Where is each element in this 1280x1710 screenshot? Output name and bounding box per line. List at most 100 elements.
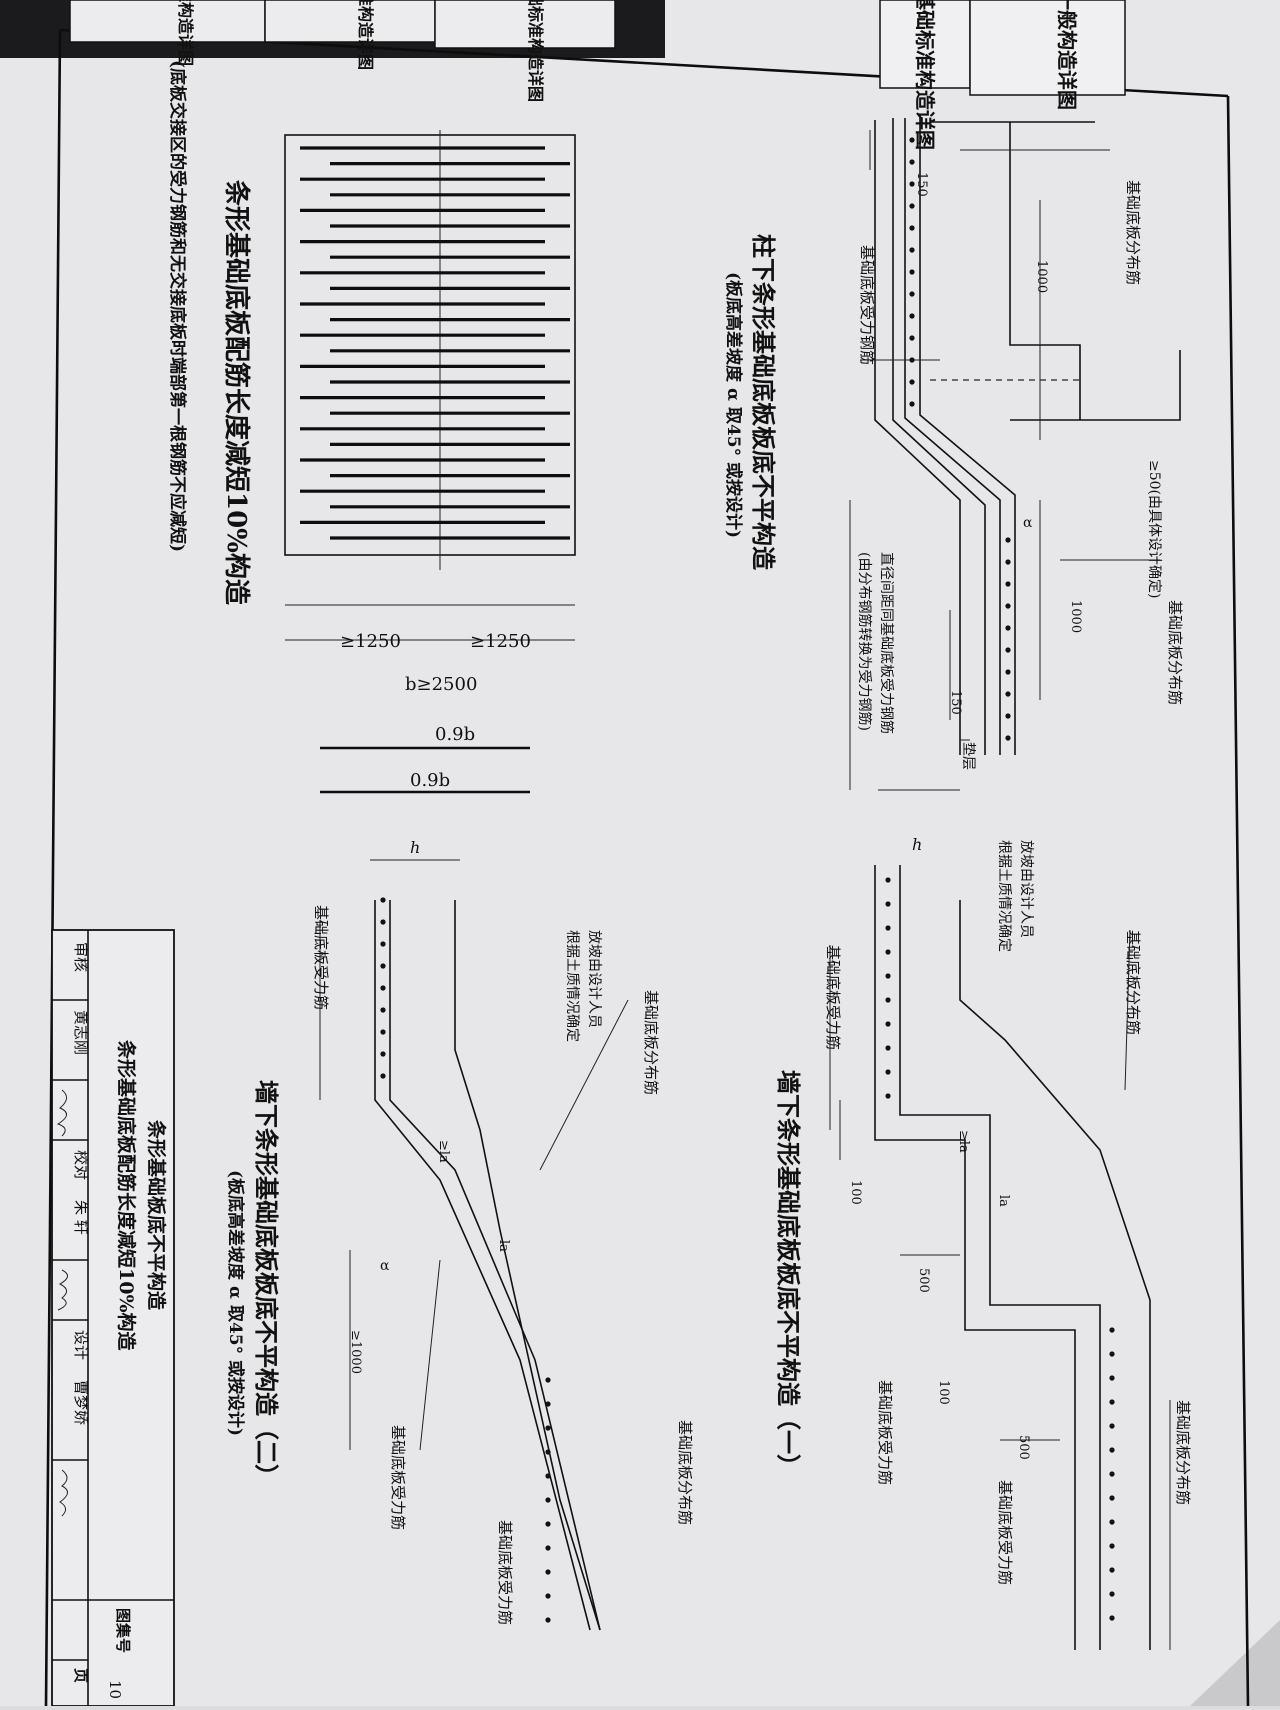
w1-slope-top bbox=[959, 900, 1151, 1650]
w2-figure-subtitle: (板底高差坡度 α 取45° 或按设计) bbox=[225, 1170, 246, 1436]
header-tabs bbox=[69, 0, 1126, 96]
w2-la: la bbox=[496, 1240, 511, 1252]
rebar-dot bbox=[885, 973, 891, 979]
rebar-dot bbox=[380, 919, 386, 925]
w2-h: h bbox=[410, 838, 420, 857]
rebar-dot bbox=[1005, 713, 1011, 719]
rebar-dot bbox=[909, 269, 915, 275]
rebar-dot bbox=[909, 357, 915, 363]
reduce-title: 条形基础底板配筋长度减短10%构造 bbox=[221, 180, 252, 605]
rebar-dot bbox=[1109, 1543, 1115, 1549]
rebar-dot bbox=[909, 313, 915, 319]
w1-ge-la: ≥la bbox=[956, 1130, 971, 1153]
col-step bbox=[1010, 350, 1181, 421]
rebar-dot bbox=[885, 1021, 891, 1027]
rebar-dot bbox=[885, 901, 891, 907]
w2-bar-outer bbox=[389, 900, 601, 1631]
w1-dist-bar-b: 基础底板分布筋 bbox=[1174, 1400, 1192, 1505]
rebar-dot bbox=[885, 925, 891, 931]
rebar-dot bbox=[1005, 669, 1011, 675]
reduce-subtitle: (底板交接区的受力钢筋和无交接底板时端部第一根钢筋不应减短) bbox=[167, 60, 188, 552]
rebar-dot bbox=[885, 1045, 891, 1051]
w1-bottom-outline bbox=[874, 865, 1076, 1650]
reduce-outline bbox=[284, 134, 576, 556]
w2-main-bar-c: 基础底板受力筋 bbox=[496, 1520, 514, 1625]
tab-std-2[interactable]: 标准构造详图 bbox=[176, 0, 195, 66]
w1-d100a: 100 bbox=[848, 1180, 863, 1205]
tab-std-1[interactable]: 标准构造详图 bbox=[356, 0, 375, 70]
rebar-dot bbox=[380, 1073, 386, 1079]
rebar-dot bbox=[909, 203, 915, 209]
rebar-dot bbox=[909, 137, 915, 143]
w1-main-bar-c: 基础底板受力筋 bbox=[996, 1480, 1014, 1585]
rebar-dot bbox=[1005, 735, 1011, 741]
tab-independent[interactable]: 独立基础标准构造详图 bbox=[913, 0, 937, 150]
col-dim-150b: 150 bbox=[948, 690, 963, 715]
tab-box-5 bbox=[969, 0, 1126, 96]
w1-d500b: 500 bbox=[1016, 1435, 1031, 1460]
tb-line1: 条形基础板底不平构造 bbox=[145, 1120, 168, 1311]
tb-page-label: 页 bbox=[72, 1668, 90, 1683]
signature-check bbox=[57, 1269, 68, 1311]
rebar-dot bbox=[1109, 1351, 1115, 1357]
col-bar-outer bbox=[892, 118, 986, 755]
w2-main-bar-b: 基础底板受力筋 bbox=[389, 1425, 407, 1530]
tab-box-3 bbox=[434, 0, 616, 49]
rebar-dot bbox=[545, 1425, 551, 1431]
rebar-dot bbox=[380, 963, 386, 969]
col-bottom-outline bbox=[874, 120, 961, 755]
rebar-dot bbox=[909, 401, 915, 407]
w2-dist-bar-a: 基础底板分布筋 bbox=[642, 990, 660, 1095]
col-dim-150a: 150 bbox=[914, 172, 929, 197]
col-min50: ≥50(由具体设计确定) bbox=[1146, 460, 1162, 598]
rebar-dot bbox=[380, 1007, 386, 1013]
rebar-dot bbox=[909, 159, 915, 165]
rebar-dot bbox=[1005, 691, 1011, 697]
w2-d1000: ≥1000 bbox=[348, 1330, 363, 1374]
tb-atlas-label: 图集号 bbox=[114, 1608, 132, 1653]
rebar-dot bbox=[1109, 1447, 1115, 1453]
rebar-dot bbox=[1109, 1471, 1115, 1477]
w1-slope-note-1: 放坡由设计人员 bbox=[1018, 840, 1034, 938]
rebar-dot bbox=[885, 877, 891, 883]
rebar-dot bbox=[380, 985, 386, 991]
rebar-dot bbox=[545, 1545, 551, 1551]
tb-name-review: 黄志刚 bbox=[72, 1010, 90, 1055]
rebar-dot bbox=[545, 1617, 551, 1623]
rebar-dot bbox=[545, 1593, 551, 1599]
tb-role-design: 设计 bbox=[72, 1330, 90, 1360]
rebar-dot bbox=[1109, 1615, 1115, 1621]
tab-general[interactable]: 一般构造详图 bbox=[1055, 0, 1079, 110]
reduce-b09a: 0.9b bbox=[435, 724, 475, 745]
tab-strip[interactable]: 条形基础标准构造详图 bbox=[526, 0, 545, 102]
frame-right bbox=[1226, 95, 1250, 1707]
rebar-dot bbox=[1109, 1375, 1115, 1381]
w1-dist-bar-a: 基础底板分布筋 bbox=[1124, 930, 1142, 1035]
rebar-dot bbox=[909, 335, 915, 341]
w2-figure-title: 墙下条形基础底板板底不平构造（二） bbox=[252, 1080, 281, 1488]
rebar-dot bbox=[909, 291, 915, 297]
wall-strip-1-figure bbox=[829, 789, 1171, 1650]
rebar-dot bbox=[380, 941, 386, 947]
rebar-dot bbox=[545, 1569, 551, 1575]
rebar-dot bbox=[545, 1401, 551, 1407]
rebar-dot bbox=[545, 1473, 551, 1479]
rebar-dot bbox=[909, 247, 915, 253]
reduce-bars bbox=[300, 146, 570, 540]
rebar-dot bbox=[1109, 1423, 1115, 1429]
wall-strip-2-figure bbox=[319, 859, 629, 1631]
rebar-dot bbox=[545, 1377, 551, 1383]
col-figure-subtitle: (板底高差坡度 α 取45° 或按设计) bbox=[723, 272, 744, 538]
col-upper-outline bbox=[1009, 122, 1081, 420]
w2-bottom-outline bbox=[374, 900, 591, 1631]
w1-la: la bbox=[996, 1195, 1011, 1207]
title-block-frame bbox=[51, 929, 175, 1707]
tb-page-no: 10 bbox=[106, 1680, 124, 1699]
rebar-dot bbox=[1109, 1591, 1115, 1597]
frame-left bbox=[44, 29, 62, 1707]
rebar-dot bbox=[909, 379, 915, 385]
col-main-bar: 基础底板受力钢筋 bbox=[858, 245, 876, 365]
col-dist-bar-top: 基础底板分布筋 bbox=[1124, 180, 1142, 285]
reduce-b09b: 0.9b bbox=[410, 770, 450, 791]
rebar-dot bbox=[885, 997, 891, 1003]
